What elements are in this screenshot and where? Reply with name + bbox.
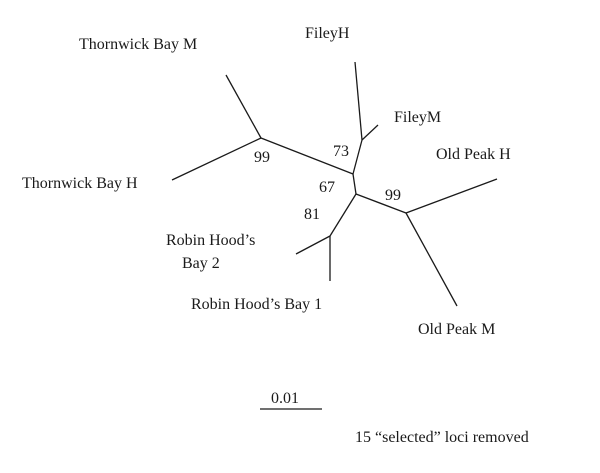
branch-filey-stem (352, 139, 363, 175)
bootstrap-central: 67 (319, 179, 335, 196)
footnote: 15 “selected” loci removed (355, 429, 529, 446)
branch-robin-hood-stem (329, 193, 357, 237)
taxon-filey-m: FileyM (394, 109, 441, 126)
branch-thornwick-bay-h (171, 137, 262, 181)
bootstrap-thornwick: 99 (254, 149, 270, 166)
taxon-robin-hoods-bay-2-line1: Robin Hood’s (166, 232, 255, 249)
taxon-robin-hoods-bay-2-line2: Bay 2 (182, 255, 220, 272)
taxon-old-peak-h: Old Peak H (436, 146, 511, 163)
branch-filey-m (361, 124, 379, 141)
branch-old-peak-stem (355, 193, 407, 214)
taxon-thornwick-bay-h: Thornwick Bay H (22, 175, 138, 192)
bootstrap-robin-hood: 81 (304, 206, 320, 223)
bootstrap-filey: 73 (333, 143, 349, 160)
branch-filey-h (354, 61, 363, 141)
taxon-old-peak-m: Old Peak M (418, 321, 495, 338)
bootstrap-old-peak: 99 (385, 187, 401, 204)
branch-robin-hoods-bay-2 (295, 235, 331, 255)
branch-old-peak-h (405, 178, 498, 214)
branch-thornwick-stem (260, 137, 354, 175)
branch-central (352, 173, 357, 195)
scale-bar-label: 0.01 (271, 390, 299, 407)
taxon-robin-hoods-bay-1: Robin Hood’s Bay 1 (191, 296, 322, 313)
taxon-thornwick-bay-m: Thornwick Bay M (79, 36, 197, 53)
branch-thornwick-bay-m (225, 74, 262, 139)
branch-old-peak-m (405, 212, 458, 307)
taxon-filey-h: FileyH (305, 25, 350, 42)
